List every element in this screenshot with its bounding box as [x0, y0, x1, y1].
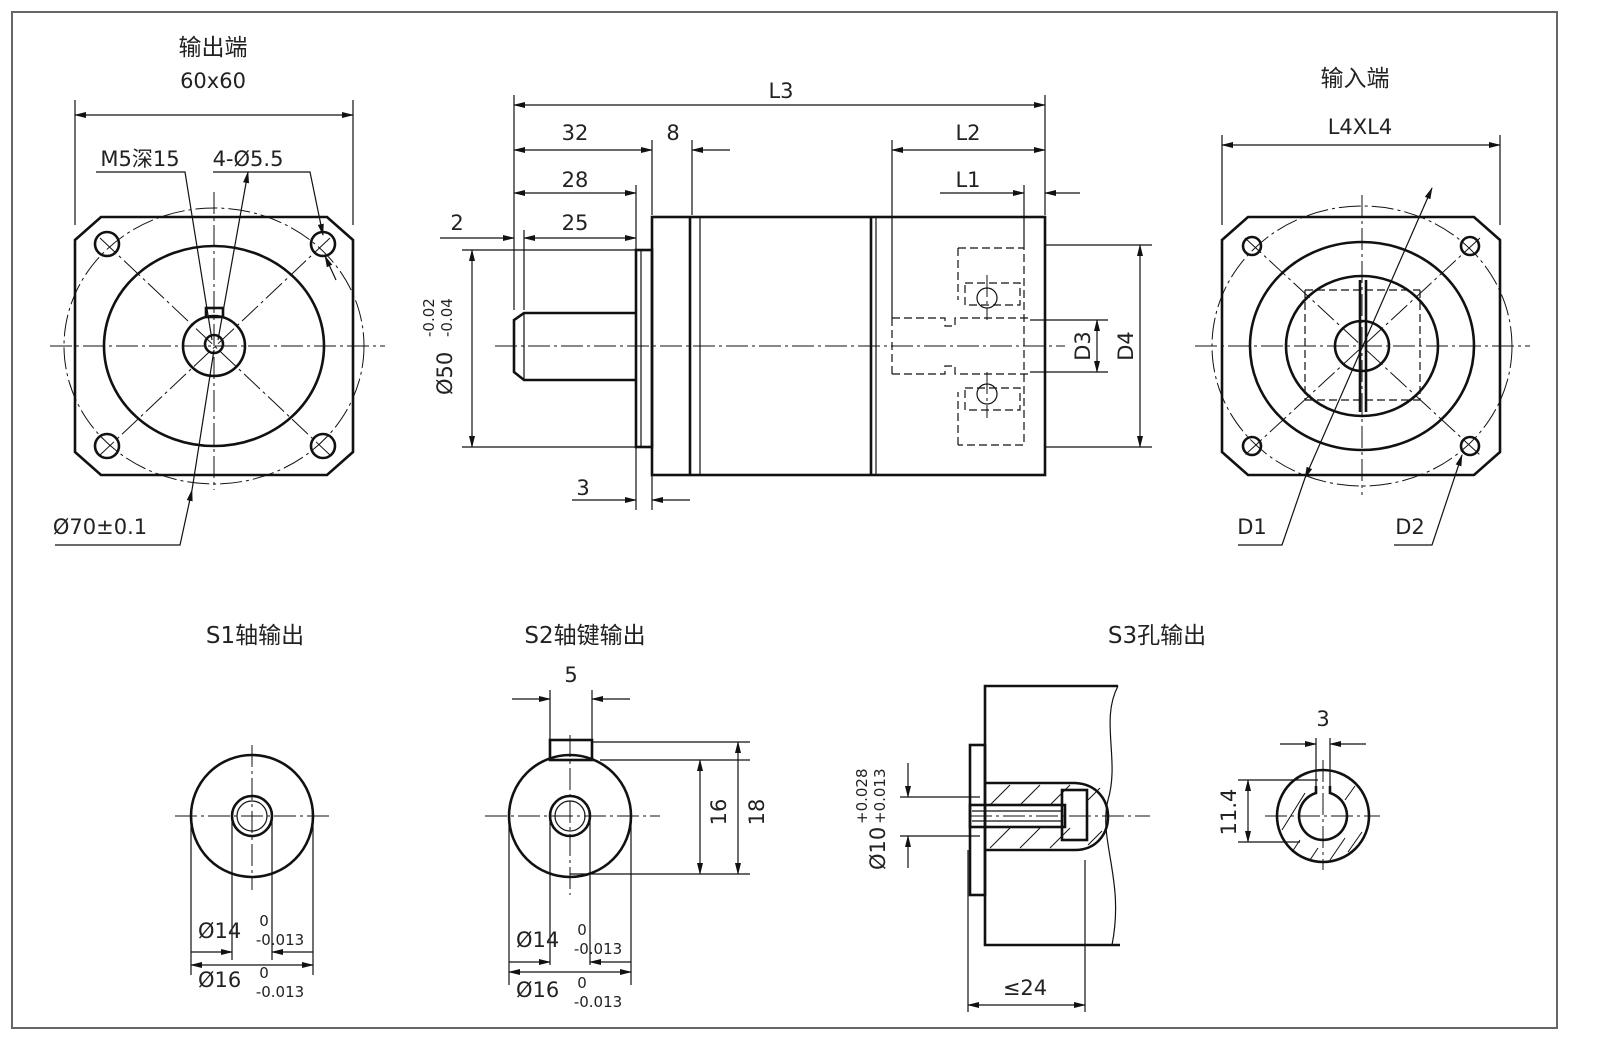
output-end-title: 输出端: [179, 35, 248, 61]
s2-key-width: 5: [564, 663, 577, 687]
hatching: [989, 784, 1103, 849]
dim-D2: D2: [1395, 515, 1425, 539]
dim-L3: L3: [768, 79, 793, 103]
dim-2: 2: [450, 211, 463, 235]
output-flange-outline: [73, 215, 355, 477]
thread-note: M5深15: [100, 147, 179, 171]
s3-title: S3孔输出: [1108, 623, 1206, 649]
s2-key: [548, 738, 594, 762]
dim-3: 3: [576, 476, 589, 500]
dim-dia50: Ø50: [433, 352, 457, 395]
input-flange-size: L4XL4: [1328, 115, 1393, 139]
s1-dia16-tol-upper: 0: [259, 964, 269, 982]
s3-key-width: 3: [1316, 707, 1329, 731]
input-mounting-holes: [1241, 235, 1481, 457]
dim-28: 28: [562, 168, 589, 192]
s1-dia14: Ø14: [198, 919, 241, 943]
s2-dia14: Ø14: [516, 928, 559, 952]
mounting-holes: [93, 230, 337, 460]
s2-dim-18: 18: [745, 799, 769, 826]
output-flange-size: 60x60: [180, 69, 246, 93]
side-view: L3 32 8 28 25 2 L2 L1 Ø50 -0.02 -0.04 D4: [420, 79, 1152, 510]
output-end-view: 输出端 60x60 M5深15 4-Ø5.5 Ø70±0.1: [50, 35, 385, 546]
input-flange-outline: [1220, 215, 1502, 477]
s1-title: S1轴输出: [206, 623, 304, 649]
hole-note: 4-Ø5.5: [213, 147, 284, 171]
input-end-view: 输入端 L4XL4 D1 D2: [1195, 66, 1530, 546]
s2-dia16: Ø16: [516, 978, 559, 1002]
s1-dia14-tol-upper: 0: [259, 912, 269, 930]
s3-dia10-tol-upper: +0.028: [853, 768, 871, 824]
s3-dia10-tol-lower: +0.013: [871, 768, 889, 824]
s2-dia16-tol-lower: -0.013: [574, 993, 622, 1011]
s1-shaft-output: S1轴输出 Ø14 0 -0.013 Ø16 0 -0.013: [175, 623, 330, 1001]
output-shaft: [512, 311, 636, 382]
dim-D4: D4: [1114, 331, 1138, 361]
s1-dia16: Ø16: [198, 968, 241, 992]
s2-keyed-shaft-output: S2轴键输出 5 16 18 Ø14 0 -0.013 Ø16 0 -0.013: [485, 623, 769, 1011]
s2-dia14-tol-lower: -0.013: [574, 940, 622, 958]
dim-D3: D3: [1071, 331, 1095, 361]
s2-dia16-tol-upper: 0: [577, 974, 587, 992]
dim-32: 32: [562, 121, 589, 145]
dim-D1: D1: [1237, 515, 1267, 539]
s1-dia14-tol-lower: -0.013: [256, 931, 304, 949]
s3-depth: ≤24: [1003, 976, 1047, 1000]
s3-bore-output: S3孔输出 Ø10 +0.028 +0.013 ≤24: [853, 623, 1380, 1012]
output-flange-pilot: [634, 248, 654, 449]
dim-L1: L1: [955, 168, 980, 192]
dim-8: 8: [666, 121, 679, 145]
input-end-title: 输入端: [1321, 66, 1390, 92]
s2-title: S2轴键输出: [524, 623, 645, 649]
s1-dia16-tol-lower: -0.013: [256, 983, 304, 1001]
input-coupling-hidden: [891, 247, 1030, 446]
s3-dia10: Ø10: [866, 827, 890, 870]
dim-L2: L2: [955, 121, 980, 145]
dim-25: 25: [562, 211, 589, 235]
drawing-frame: [11, 11, 1558, 1029]
s2-dia14-tol-upper: 0: [577, 921, 587, 939]
s3-key-height: 11.4: [1217, 789, 1241, 836]
pcd-note: Ø70±0.1: [53, 515, 147, 539]
s2-dim-16: 16: [707, 799, 731, 826]
dia50-tol-lower: -0.04: [438, 298, 456, 337]
dia50-tol-upper: -0.02: [420, 298, 438, 337]
